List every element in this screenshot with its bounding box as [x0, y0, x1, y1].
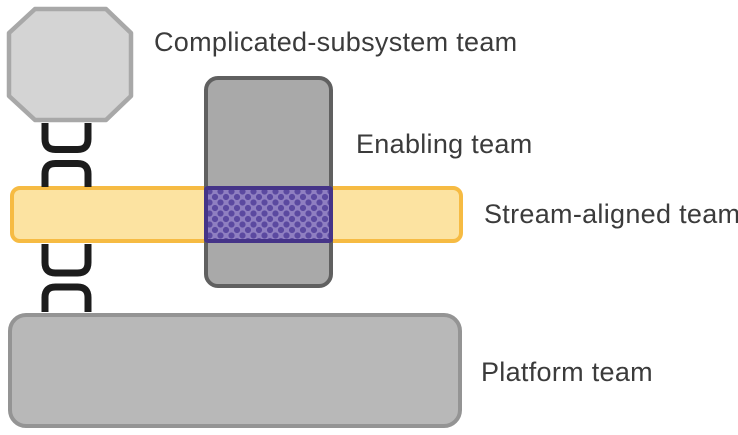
x-as-a-service-connector-top-icon [41, 123, 92, 187]
enabling-team-shape [204, 76, 333, 288]
complicated-subsystem-team-shape [6, 6, 134, 123]
platform-team-label: Platform team [481, 357, 653, 387]
facilitating-overlap-shape [204, 186, 333, 243]
platform-team-shape [8, 313, 462, 428]
stream-aligned-team-label: Stream-aligned team [484, 199, 738, 229]
enabling-team-label: Enabling team [356, 129, 533, 159]
complicated-subsystem-team-label: Complicated-subsystem team [154, 27, 518, 57]
x-as-a-service-connector-bottom-icon [41, 244, 92, 312]
